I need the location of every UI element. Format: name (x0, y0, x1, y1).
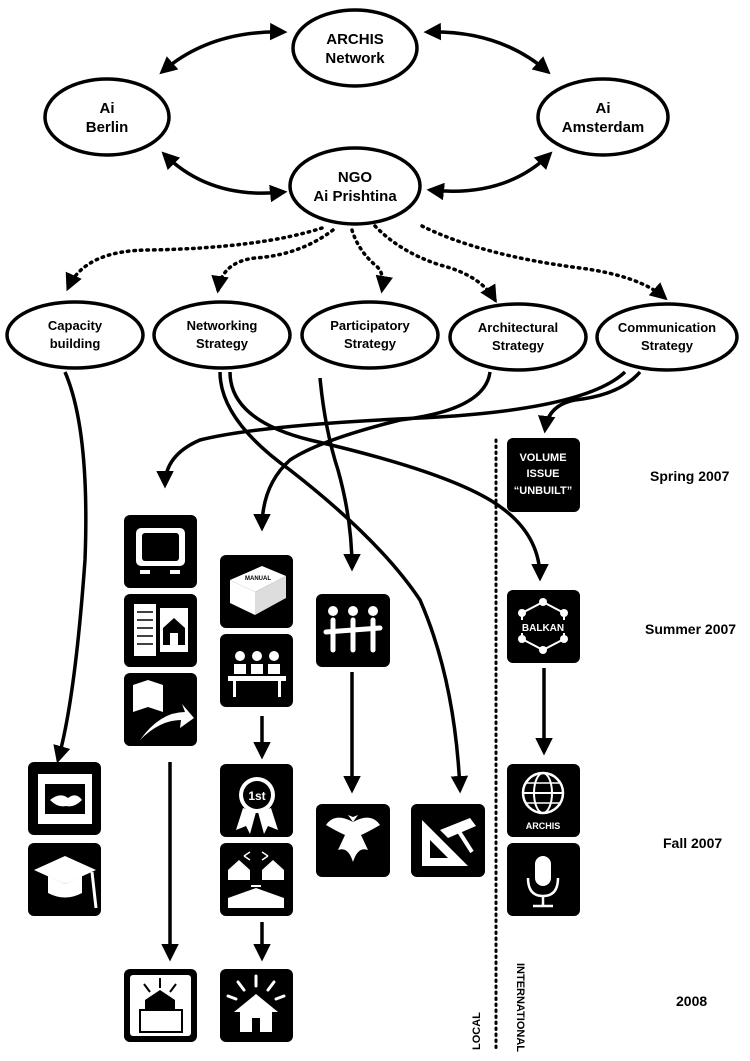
strategy-3-line2: Strategy (344, 336, 397, 351)
manual-book-icon: MANUAL (220, 555, 293, 628)
brochure-icon (124, 594, 197, 667)
strategy-networking: Networking Strategy (152, 300, 292, 370)
ai-berlin-node: Ai Berlin (43, 77, 171, 157)
berlin-node-line1: Ai (100, 100, 115, 117)
dotted-arrows (65, 224, 668, 304)
flow-arrows (53, 370, 642, 962)
local-label: LOCAL (471, 1012, 483, 1050)
first-prize-label: 1st (248, 789, 265, 803)
strategy-communication: Communication Strategy (595, 302, 739, 372)
period-summer-2007: Summer 2007 (645, 621, 736, 637)
period-fall-2007: Fall 2007 (663, 835, 722, 851)
strategy-5-line2: Strategy (641, 338, 694, 353)
volume-line2: ISSUE (526, 468, 559, 480)
period-spring-2007: Spring 2007 (650, 468, 730, 484)
microphone-icon (507, 843, 580, 916)
prishtina-node-line1: NGO (338, 169, 373, 186)
archis-globe-icon: ARCHIS (507, 764, 580, 837)
ai-amsterdam-node: Ai Amsterdam (536, 77, 670, 157)
strategy-4-line1: Architectural (478, 320, 558, 335)
strategy-architectural: Architectural Strategy (448, 302, 588, 372)
graduation-cap-icon (28, 843, 101, 916)
berlin-node-line2: Berlin (86, 119, 129, 136)
glowing-house-icon (220, 969, 293, 1042)
strategy-capacity-building: Capacity building (5, 300, 145, 370)
network-arrows (159, 22, 553, 203)
strategy-participatory: Participatory Strategy (300, 300, 440, 370)
strategy-2-line1: Networking (187, 318, 258, 333)
amsterdam-node-line2: Amsterdam (562, 119, 645, 136)
map-arrow-icon (124, 673, 197, 746)
handshake-icon (28, 762, 101, 835)
archis-node-line1: ARCHIS (326, 31, 384, 48)
prishtina-node-line2: Ai Prishtina (313, 188, 397, 205)
first-prize-ribbon-icon: 1st (220, 764, 293, 837)
archis-network-node: ARCHIS Network (291, 8, 419, 88)
volume-issue-tile: VOLUME ISSUE “UNBUILT” (507, 438, 580, 512)
albanian-eagle-icon (316, 804, 390, 877)
balkan-label: BALKAN (522, 623, 564, 634)
houses-merge-icon (220, 843, 293, 916)
archis-node-line2: Network (325, 50, 385, 67)
strategy-1-line2: building (50, 336, 101, 351)
balkan-network-icon: BALKAN (507, 590, 580, 663)
strategy-5-line1: Communication (618, 320, 716, 335)
architect-tools-icon (411, 804, 485, 877)
volume-line3: “UNBUILT” (514, 485, 572, 497)
amsterdam-node-line1: Ai (596, 100, 611, 117)
strategy-2-line2: Strategy (196, 336, 249, 351)
meeting-table-icon (220, 634, 293, 707)
archis-tile-label: ARCHIS (526, 821, 561, 831)
strategy-1-line1: Capacity (48, 318, 103, 333)
international-label: INTERNATIONAL (514, 963, 526, 1052)
ngo-ai-prishtina-node: NGO Ai Prishtina (288, 146, 422, 226)
period-2008: 2008 (676, 993, 707, 1009)
strategy-4-line2: Strategy (492, 338, 545, 353)
manual-label: MANUAL (245, 576, 271, 582)
strategy-3-line1: Participatory (330, 318, 410, 333)
people-group-icon (316, 594, 390, 667)
volume-line1: VOLUME (519, 452, 566, 464)
house-in-box-icon (124, 969, 197, 1042)
television-icon (124, 515, 197, 588)
